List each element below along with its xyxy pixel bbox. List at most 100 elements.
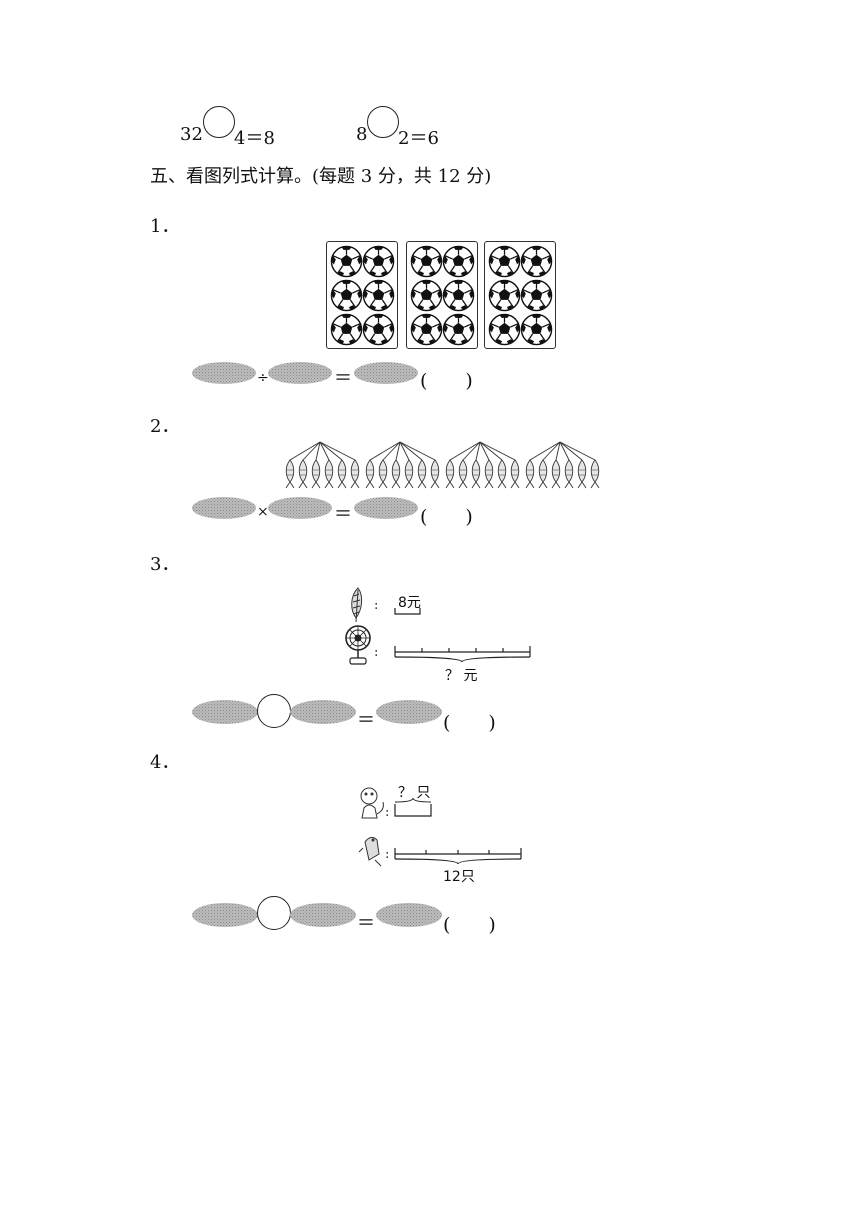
blank-oval[interactable] <box>268 497 332 519</box>
fish-icon <box>458 459 468 483</box>
soccer-ball-icon <box>442 313 475 346</box>
operator-circle[interactable] <box>257 896 291 930</box>
fish-icon <box>551 459 561 483</box>
total-price-label: ？ 元 <box>445 668 478 684</box>
fish-bunch <box>285 441 360 489</box>
unknown-count-label: ？ 只 <box>398 785 431 801</box>
soccer-ball-icon <box>410 245 443 278</box>
fish-icon <box>484 459 494 483</box>
fish-icon <box>324 459 334 483</box>
answer-blank[interactable]: ( ) <box>420 370 473 392</box>
total-bar <box>394 646 531 663</box>
soccer-ball-icon <box>330 279 363 312</box>
fish-strings-illustration <box>285 441 600 489</box>
equation-2-right: 2＝6 <box>398 128 439 149</box>
equals-sign: ＝ <box>334 368 352 389</box>
answer-blank[interactable]: ( ) <box>420 506 473 528</box>
soccer-ball-icon <box>362 245 395 278</box>
soccer-ball-icon <box>442 279 475 312</box>
svg-text::: : <box>374 645 378 660</box>
fish-icon <box>590 459 600 483</box>
blank-oval[interactable] <box>354 497 418 519</box>
problem-number: 4． <box>150 752 180 773</box>
svg-text::: : <box>374 598 378 613</box>
equation-1-right: 4＝8 <box>234 128 275 149</box>
answer-circle[interactable] <box>367 106 399 138</box>
soccer-ball-icon <box>520 313 553 346</box>
svg-text::: : <box>385 805 389 820</box>
fish-icon <box>471 459 481 483</box>
fish-icon <box>350 459 360 483</box>
fish-icon <box>510 459 520 483</box>
answer-blank[interactable]: ( ) <box>443 712 496 734</box>
monkey-icon <box>360 787 384 819</box>
svg-text::: : <box>385 847 389 862</box>
fish-bunch <box>365 441 440 489</box>
blank-oval[interactable] <box>192 903 258 927</box>
fish-icon <box>378 459 388 483</box>
fan-icon <box>345 625 371 665</box>
fish-icon <box>577 459 587 483</box>
parrot-icon <box>358 836 382 867</box>
soccer-ball-icon <box>520 279 553 312</box>
fish-icon <box>564 459 574 483</box>
total-bar <box>394 848 522 865</box>
fish-icon <box>497 459 507 483</box>
problem-number: 1． <box>150 216 180 237</box>
section-title: 五、看图列式计算。(每题 3 分，共 12 分) <box>150 166 492 187</box>
soccer-ball-icon <box>520 245 553 278</box>
problem-number: 3． <box>150 554 180 575</box>
operator-circle[interactable] <box>257 694 291 728</box>
soccer-ball-icon <box>362 313 395 346</box>
problem-number: 2． <box>150 416 180 437</box>
soccer-ball-icon <box>488 313 521 346</box>
answer-circle[interactable] <box>203 106 235 138</box>
soccer-ball-icon <box>362 279 395 312</box>
fish-icon <box>445 459 455 483</box>
fish-icon <box>417 459 427 483</box>
blank-oval[interactable] <box>192 700 258 724</box>
answer-blank[interactable]: ( ) <box>443 914 496 936</box>
fish-bunch <box>445 441 520 489</box>
fish-icon <box>337 459 347 483</box>
soccer-ball-icon <box>410 279 443 312</box>
blank-oval[interactable] <box>290 903 356 927</box>
equation-1: 32 4＝8 <box>180 106 300 156</box>
soccer-ball-icon <box>442 245 475 278</box>
soccer-ball-icon <box>488 245 521 278</box>
blank-oval[interactable] <box>354 362 418 384</box>
equals-sign: ＝ <box>357 710 375 731</box>
blank-oval[interactable] <box>376 700 442 724</box>
blank-oval[interactable] <box>290 700 356 724</box>
fan-price-diagram: : : <box>345 587 531 665</box>
divide-sign: ÷ <box>257 370 269 386</box>
blank-oval[interactable] <box>376 903 442 927</box>
equals-sign: ＝ <box>334 504 352 525</box>
soccer-ball-icon <box>488 279 521 312</box>
animal-count-diagram: : : <box>358 787 522 867</box>
multiply-sign: × <box>257 504 269 520</box>
fish-icon <box>430 459 440 483</box>
fish-icon <box>391 459 401 483</box>
equation-1-left: 32 <box>180 124 203 145</box>
blank-oval[interactable] <box>268 362 332 384</box>
fish-icon <box>311 459 321 483</box>
fish-icon <box>285 459 295 483</box>
blank-oval[interactable] <box>192 362 256 384</box>
total-count-label: 12只 <box>443 869 475 885</box>
fish-icon <box>404 459 414 483</box>
price-label: 8元 <box>398 595 421 611</box>
fish-icon <box>525 459 535 483</box>
equation-2: 8 2＝6 <box>356 106 476 156</box>
soccer-ball-icon <box>330 313 363 346</box>
soccer-ball-icon <box>330 245 363 278</box>
soccer-ball-icon <box>410 313 443 346</box>
equation-2-left: 8 <box>356 124 368 145</box>
fish-icon <box>298 459 308 483</box>
fish-icon <box>365 459 375 483</box>
feather-icon <box>351 587 363 623</box>
fish-icon <box>538 459 548 483</box>
fish-bunch <box>525 441 600 489</box>
equals-sign: ＝ <box>357 913 375 934</box>
blank-oval[interactable] <box>192 497 256 519</box>
